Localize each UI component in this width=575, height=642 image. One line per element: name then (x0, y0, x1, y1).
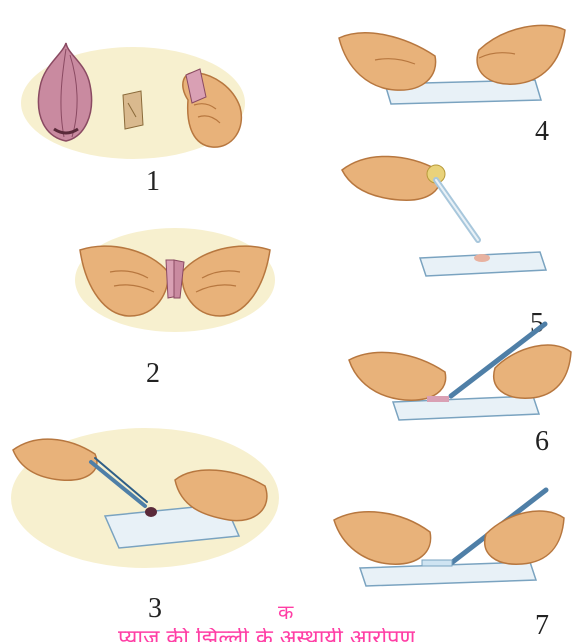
step-4-illustration (335, 10, 570, 120)
step-number-6: 6 (535, 428, 549, 456)
step-number-3: 3 (148, 595, 162, 623)
step-1-illustration (18, 25, 253, 165)
caption-partial-text: प्याज की झिल्ली के अस्थायी आरोपण (118, 628, 415, 642)
step-number-1: 1 (146, 168, 160, 196)
step-5-illustration (338, 140, 553, 280)
step-7-illustration (330, 480, 570, 600)
step-6-illustration (345, 310, 573, 430)
step-number-7: 7 (535, 612, 549, 640)
step-3-illustration (5, 420, 280, 575)
step-2-illustration (70, 220, 280, 340)
step-number-2: 2 (146, 360, 160, 388)
onion-peel-piece (123, 91, 143, 129)
caption-letter: क (278, 598, 293, 625)
